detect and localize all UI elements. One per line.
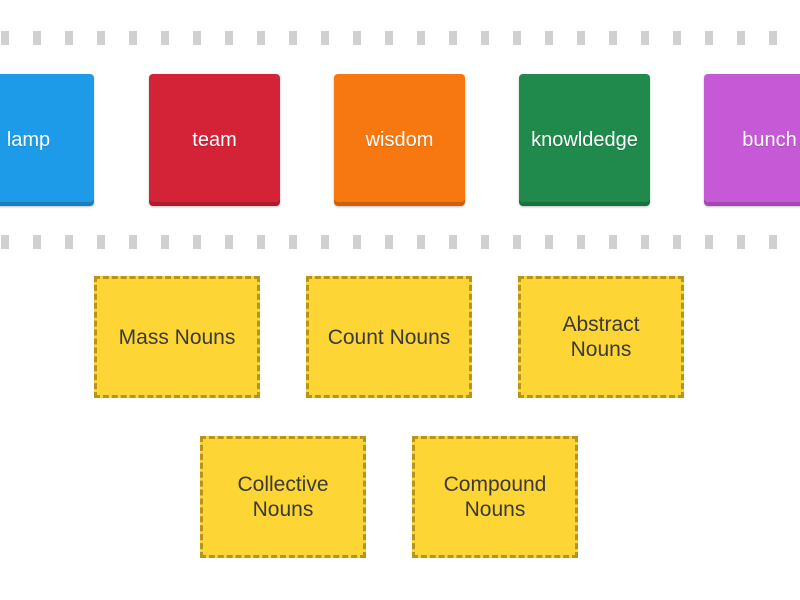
drop-zone-compound-nouns[interactable]: Compound Nouns	[412, 436, 578, 558]
word-tile-label: wisdom	[365, 128, 434, 151]
drop-zone-label: Count Nouns	[327, 325, 451, 349]
word-tile-label: bunch	[742, 128, 797, 151]
drop-zone-collective-nouns[interactable]: Collective Nouns	[200, 436, 366, 558]
drop-zone-label: Compound Nouns	[443, 473, 547, 521]
word-tile-knowldedge[interactable]: knowldedge	[519, 74, 650, 206]
word-tile-wisdom[interactable]: wisdom	[334, 74, 465, 206]
word-tile-team[interactable]: team	[149, 74, 280, 206]
word-tile-label: knowldedge	[531, 128, 638, 151]
drop-zone-label: Mass Nouns	[118, 325, 236, 349]
word-tile-label: team	[192, 128, 237, 151]
word-tile-lamp[interactable]: lamp	[0, 74, 94, 206]
word-tile-bunch[interactable]: bunch	[704, 74, 800, 206]
drop-zone-mass-nouns[interactable]: Mass Nouns	[94, 276, 260, 398]
drop-zone-label: Collective Nouns	[237, 473, 329, 521]
drop-zone-abstract-nouns[interactable]: Abstract Nouns	[518, 276, 684, 398]
drop-zone-count-nouns[interactable]: Count Nouns	[306, 276, 472, 398]
tile-strip-bottom-rail	[0, 235, 800, 249]
drop-zone-label: Abstract Nouns	[562, 313, 640, 361]
word-tile-label: lamp	[6, 128, 51, 151]
tile-strip-top-rail	[0, 31, 800, 45]
